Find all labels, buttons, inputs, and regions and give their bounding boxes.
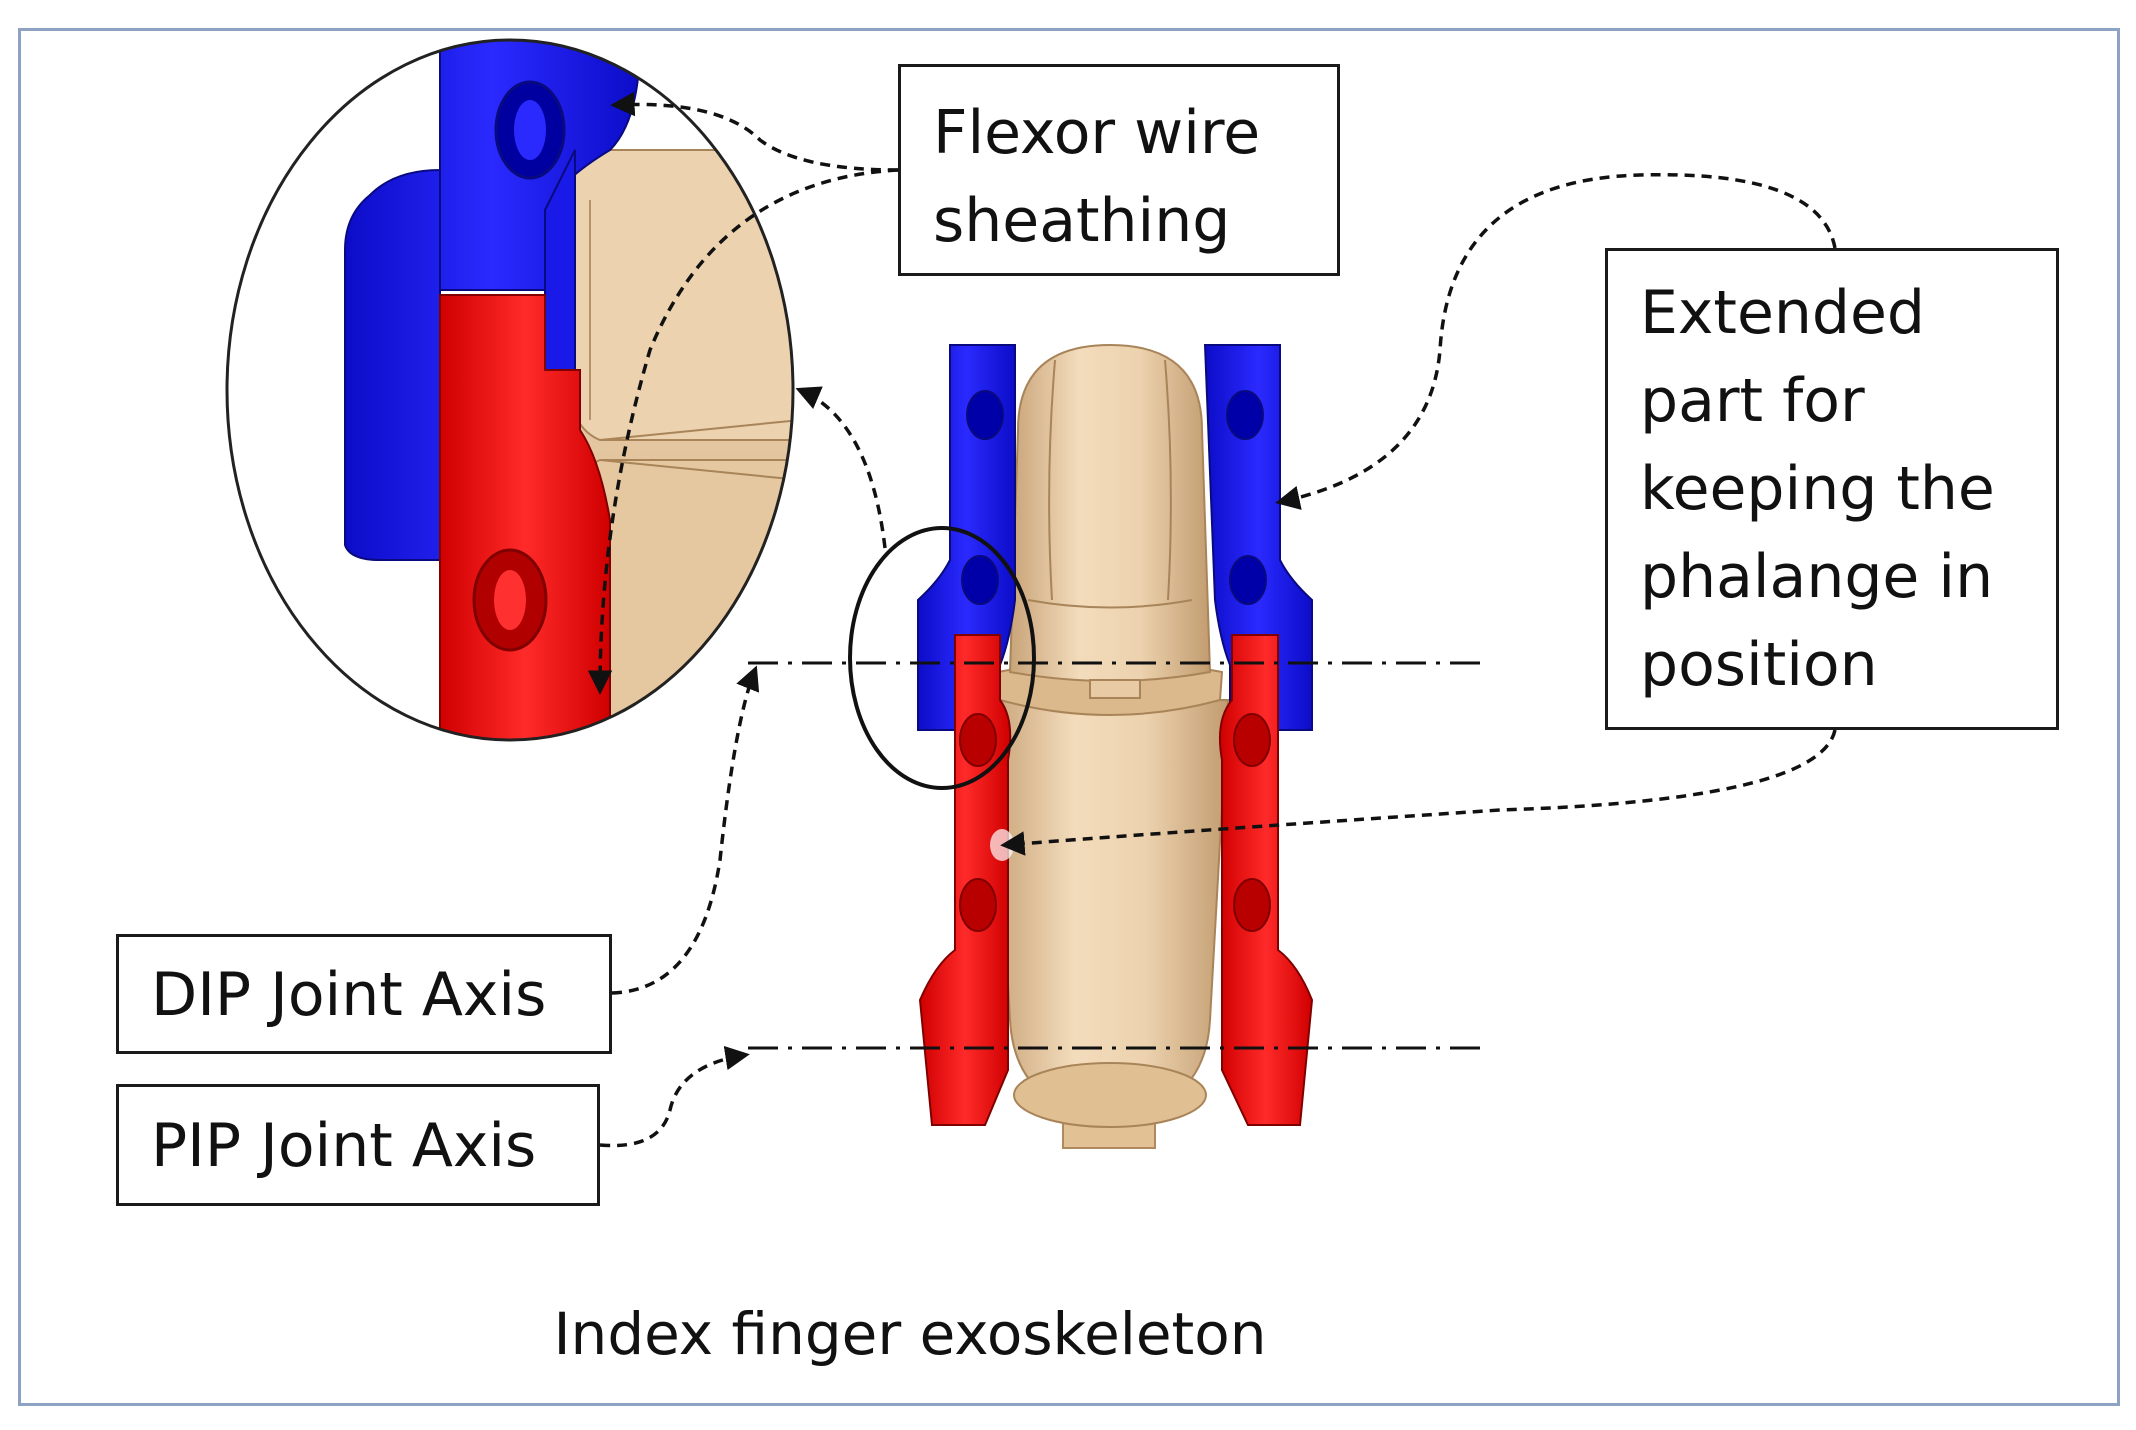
dip-joint-text: DIP Joint Axis bbox=[151, 960, 547, 1030]
distal-part-blue bbox=[917, 344, 1313, 731]
zoom-detail bbox=[225, 38, 795, 742]
flexor-wire-label: Flexor wire sheathing bbox=[898, 64, 1340, 276]
flexor-wire-text: Flexor wire sheathing bbox=[933, 98, 1261, 256]
exoskeleton-model bbox=[848, 343, 1314, 1149]
detail-circle bbox=[848, 526, 1036, 790]
finger-phalanx bbox=[990, 343, 1230, 1149]
figure-caption: Index finger exoskeleton bbox=[553, 1300, 1267, 1368]
middle-part-red bbox=[918, 634, 1314, 1126]
pip-joint-text: PIP Joint Axis bbox=[151, 1111, 537, 1181]
zoom-arrow bbox=[795, 386, 887, 549]
extended-part-text: Extended part for keeping the phalange i… bbox=[1640, 278, 1995, 700]
extended-part-label: Extended part for keeping the phalange i… bbox=[1605, 248, 2059, 730]
pip-joint-label: PIP Joint Axis bbox=[116, 1084, 600, 1206]
pip-arrow bbox=[599, 1045, 750, 1148]
dip-joint-label: DIP Joint Axis bbox=[116, 934, 612, 1054]
flexor-arrow-bottom bbox=[587, 168, 899, 695]
dip-arrow bbox=[611, 665, 760, 995]
extended-arrow-top bbox=[1275, 172, 1837, 510]
flexor-arrow-top bbox=[610, 91, 899, 172]
